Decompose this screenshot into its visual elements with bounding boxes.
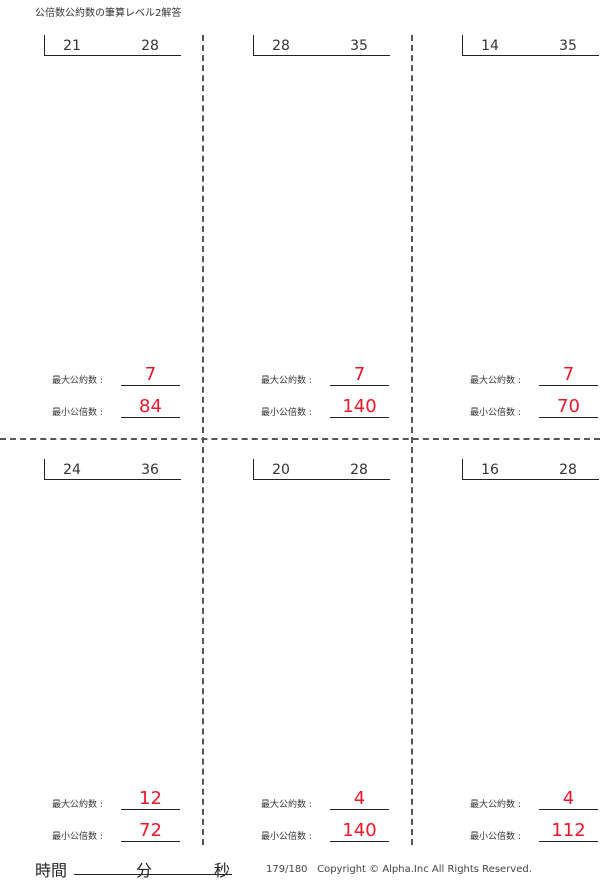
number-b: 35 xyxy=(559,38,577,54)
problem-cell: 14 35 最大公約数 : 7 最小公倍数 : 70 xyxy=(418,35,600,435)
seconds-label: 秒 xyxy=(214,861,231,880)
problem-cell: 21 28 最大公約数 : 7 最小公倍数 : 84 xyxy=(0,35,200,435)
gcd-label: 最大公約数 : xyxy=(261,376,312,386)
time-line xyxy=(74,874,232,875)
lcm-label: 最小公倍数 : xyxy=(261,832,312,842)
problem-cell: 28 35 最大公約数 : 7 最小公倍数 : 140 xyxy=(209,35,409,435)
divider-vertical xyxy=(411,35,413,845)
gcd-answer: 7 xyxy=(539,365,598,386)
gcd-label: 最大公約数 : xyxy=(470,376,521,386)
gcd-answer: 7 xyxy=(121,365,180,386)
gcd-answer: 4 xyxy=(539,789,598,810)
time-label: 時間 xyxy=(35,861,68,880)
division-bracket xyxy=(462,459,599,480)
lcm-answer: 72 xyxy=(121,821,180,842)
division-bracket xyxy=(44,459,181,480)
gcd-label: 最大公約数 : xyxy=(261,800,312,810)
problem-cell: 24 36 最大公約数 : 12 最小公倍数 : 72 xyxy=(0,459,200,859)
lcm-label: 最小公倍数 : xyxy=(261,408,312,418)
number-a: 16 xyxy=(481,462,499,478)
lcm-answer: 140 xyxy=(330,821,389,842)
copyright: Copyright © Alpha.Inc All Rights Reserve… xyxy=(317,864,532,875)
footer-text: 179/180 Copyright © Alpha.Inc All Rights… xyxy=(266,864,532,875)
gcd-label: 最大公約数 : xyxy=(52,800,103,810)
number-b: 28 xyxy=(350,462,368,478)
gcd-answer: 7 xyxy=(330,365,389,386)
problem-cell: 20 28 最大公約数 : 4 最小公倍数 : 140 xyxy=(209,459,409,859)
lcm-label: 最小公倍数 : xyxy=(52,408,103,418)
number-b: 35 xyxy=(350,38,368,54)
divider-horizontal xyxy=(0,438,600,440)
number-b: 28 xyxy=(559,462,577,478)
number-b: 36 xyxy=(141,462,159,478)
lcm-label: 最小公倍数 : xyxy=(470,408,521,418)
page-number: 179/180 xyxy=(266,864,308,875)
lcm-answer: 70 xyxy=(539,397,598,418)
number-b: 28 xyxy=(141,38,159,54)
gcd-label: 最大公約数 : xyxy=(52,376,103,386)
gcd-answer: 12 xyxy=(121,789,180,810)
minutes-label: 分 xyxy=(136,861,153,880)
division-bracket xyxy=(253,459,390,480)
lcm-answer: 140 xyxy=(330,397,389,418)
gcd-answer: 4 xyxy=(330,789,389,810)
gcd-label: 最大公約数 : xyxy=(470,800,521,810)
number-a: 21 xyxy=(63,38,81,54)
division-bracket xyxy=(253,35,390,56)
division-bracket xyxy=(44,35,181,56)
page-title: 公倍数公約数の筆算レベル2解答 xyxy=(35,8,182,19)
lcm-answer: 112 xyxy=(539,821,598,842)
number-a: 20 xyxy=(272,462,290,478)
lcm-label: 最小公倍数 : xyxy=(470,832,521,842)
division-bracket xyxy=(462,35,599,56)
divider-vertical xyxy=(202,35,204,845)
number-a: 14 xyxy=(481,38,499,54)
number-a: 24 xyxy=(63,462,81,478)
lcm-label: 最小公倍数 : xyxy=(52,832,103,842)
problem-cell: 16 28 最大公約数 : 4 最小公倍数 : 112 xyxy=(418,459,600,859)
lcm-answer: 84 xyxy=(121,397,180,418)
number-a: 28 xyxy=(272,38,290,54)
